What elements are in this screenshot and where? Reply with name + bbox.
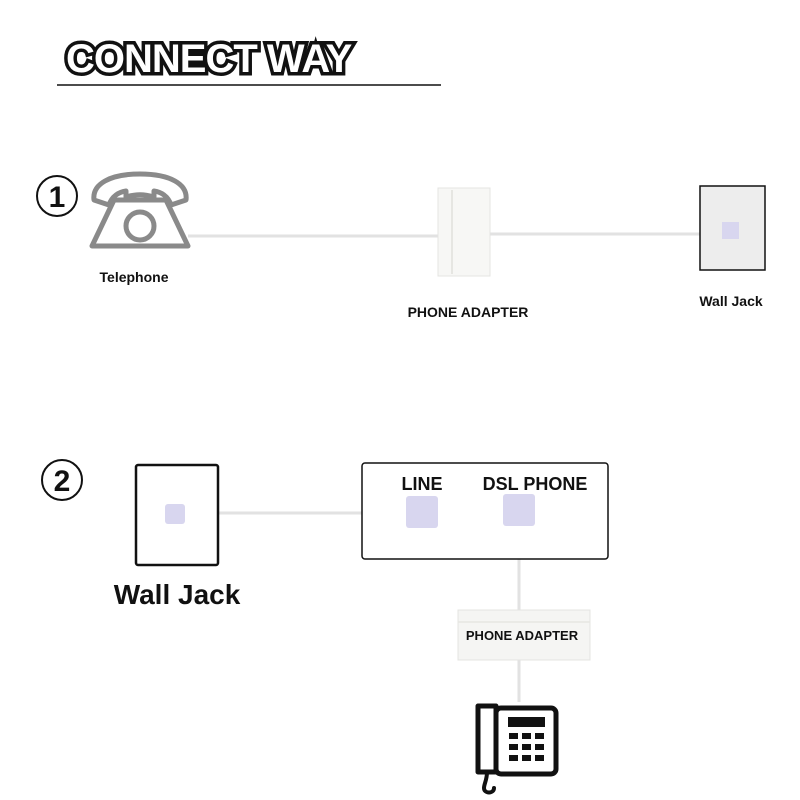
step-1-number: 1 (49, 181, 66, 214)
phone-adapter-label: PHONE ADAPTER (408, 304, 529, 320)
step-2-marker: 2 (41, 459, 83, 501)
wall-jack-port-large (165, 504, 185, 524)
dsl-filter-box (361, 462, 609, 560)
phone-adapter-bar (457, 609, 591, 661)
desk-phone-icon (475, 703, 559, 795)
step-1-marker: 1 (36, 175, 78, 217)
telephone-label: Telephone (100, 269, 169, 285)
wall-jack-port (722, 222, 739, 239)
dsl-phone-port-label: DSL PHONE (483, 474, 588, 494)
vintage-telephone-icon (89, 171, 191, 249)
line-port (406, 496, 438, 528)
diagram-title: CONNECT WAY (66, 37, 353, 81)
phone-adapter-splitter (437, 187, 491, 277)
step-2-number: 2 (54, 465, 71, 498)
line-port-label: LINE (401, 474, 442, 494)
phone-adapter-label-2: PHONE ADAPTER (466, 628, 579, 643)
dsl-phone-port (503, 494, 535, 526)
wall-jack-label-large: Wall Jack (114, 579, 241, 610)
wall-jack-plate (699, 185, 766, 271)
wall-jack-plate-large (134, 463, 220, 567)
wall-jack-label: Wall Jack (699, 293, 763, 309)
